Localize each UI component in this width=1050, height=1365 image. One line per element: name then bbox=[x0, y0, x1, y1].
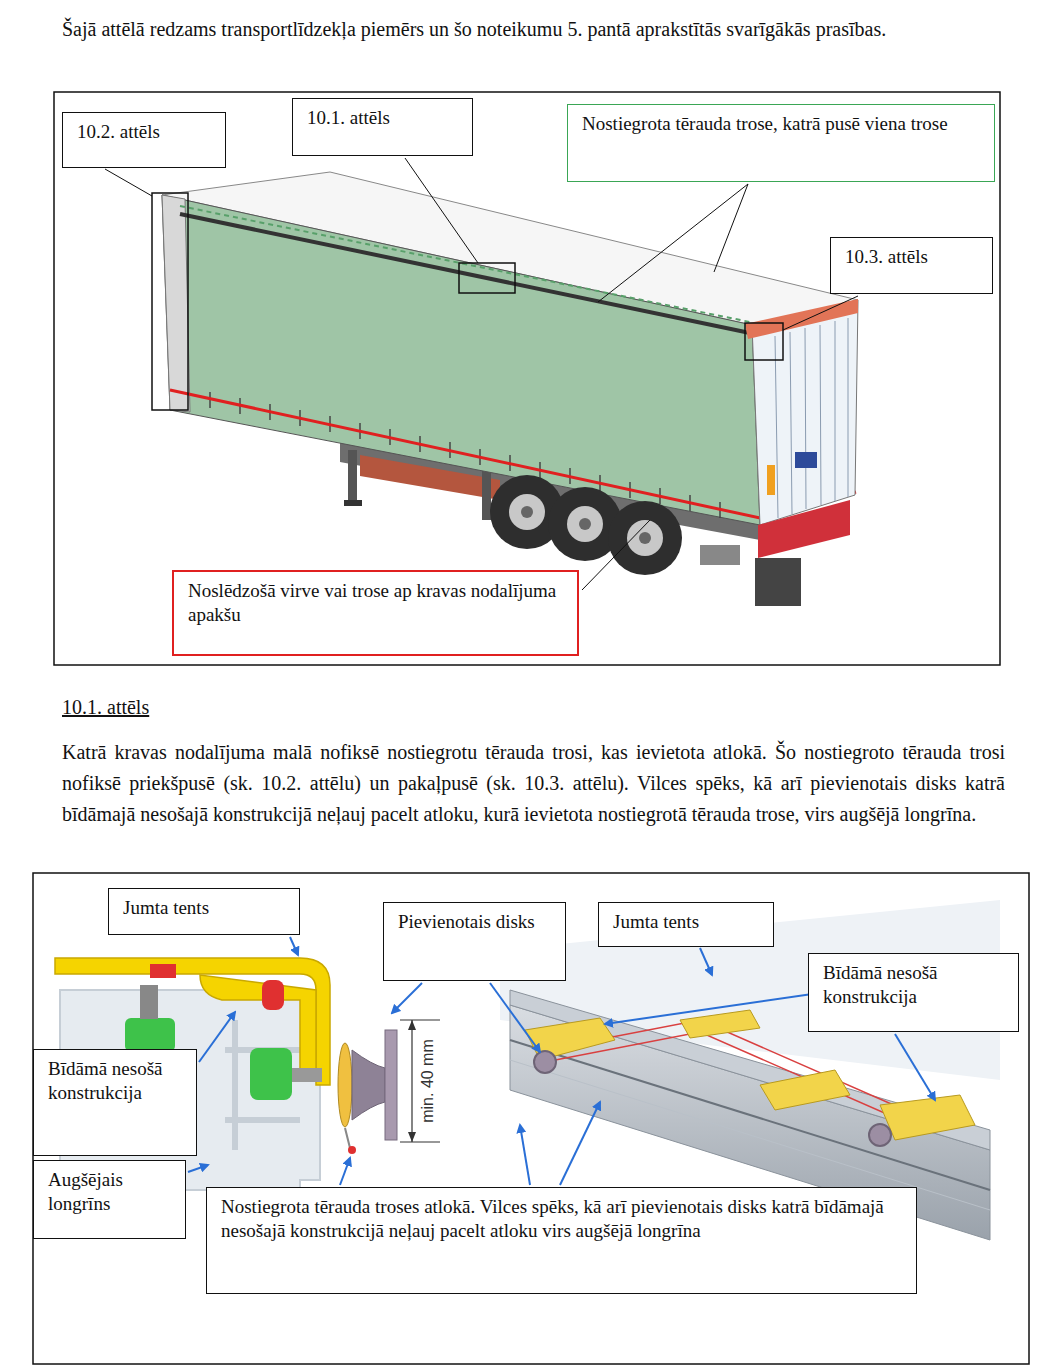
callout-text: Pievienotais disks bbox=[398, 910, 551, 934]
figure-frame bbox=[33, 92, 1029, 1364]
callout-text: 10.1. attēls bbox=[307, 106, 458, 130]
callout-text: Nostiegrota tērauda trose, katrā pusē vi… bbox=[582, 112, 980, 136]
callout-text: Nostiegrota tērauda troses atlokā. Vilce… bbox=[221, 1195, 902, 1243]
callout-box: Bīdāmā nesošā konstrukcija bbox=[808, 953, 1019, 1032]
callout-box: Pievienotais disks bbox=[383, 902, 566, 981]
callout-box: Bīdāmā nesošā konstrukcija bbox=[33, 1049, 197, 1156]
callout-box: 10.1. attēls bbox=[292, 98, 473, 156]
callout-box: Jumta tents bbox=[598, 902, 774, 947]
trailer-illustration bbox=[105, 158, 858, 606]
callout-text: Bīdāmā nesošā konstrukcija bbox=[48, 1057, 182, 1105]
callout-box: 10.3. attēls bbox=[830, 237, 993, 294]
callout-box: Augšējais longrīns bbox=[33, 1160, 186, 1239]
dimension-label: min. 40 mm bbox=[418, 1037, 438, 1125]
callout-text: Noslēdzošā virve vai trose ap kravas nod… bbox=[188, 579, 563, 627]
callout-text: 10.2. attēls bbox=[77, 120, 211, 144]
callout-box: Noslēdzošā virve vai trose ap kravas nod… bbox=[172, 570, 579, 656]
figure-heading: 10.1. attēls bbox=[62, 692, 262, 722]
callout-box: Jumta tents bbox=[108, 888, 300, 935]
body-paragraph: Katrā kravas nodalījuma malā nofiksē nos… bbox=[62, 737, 1005, 830]
callout-box: Nostiegrota tērauda trose, katrā pusē vi… bbox=[567, 104, 995, 182]
callout-text: Jumta tents bbox=[613, 910, 759, 934]
callout-text: 10.3. attēls bbox=[845, 245, 978, 269]
callout-box: 10.2. attēls bbox=[62, 112, 226, 168]
intro-paragraph: Šajā attēlā redzams transportlīdzekļa pi… bbox=[62, 14, 942, 44]
callout-text: Augšējais longrīns bbox=[48, 1168, 171, 1216]
callout-text: Jumta tents bbox=[123, 896, 285, 920]
callout-text: Bīdāmā nesošā konstrukcija bbox=[823, 961, 1004, 1009]
callout-box: Nostiegrota tērauda troses atlokā. Vilce… bbox=[206, 1187, 917, 1294]
